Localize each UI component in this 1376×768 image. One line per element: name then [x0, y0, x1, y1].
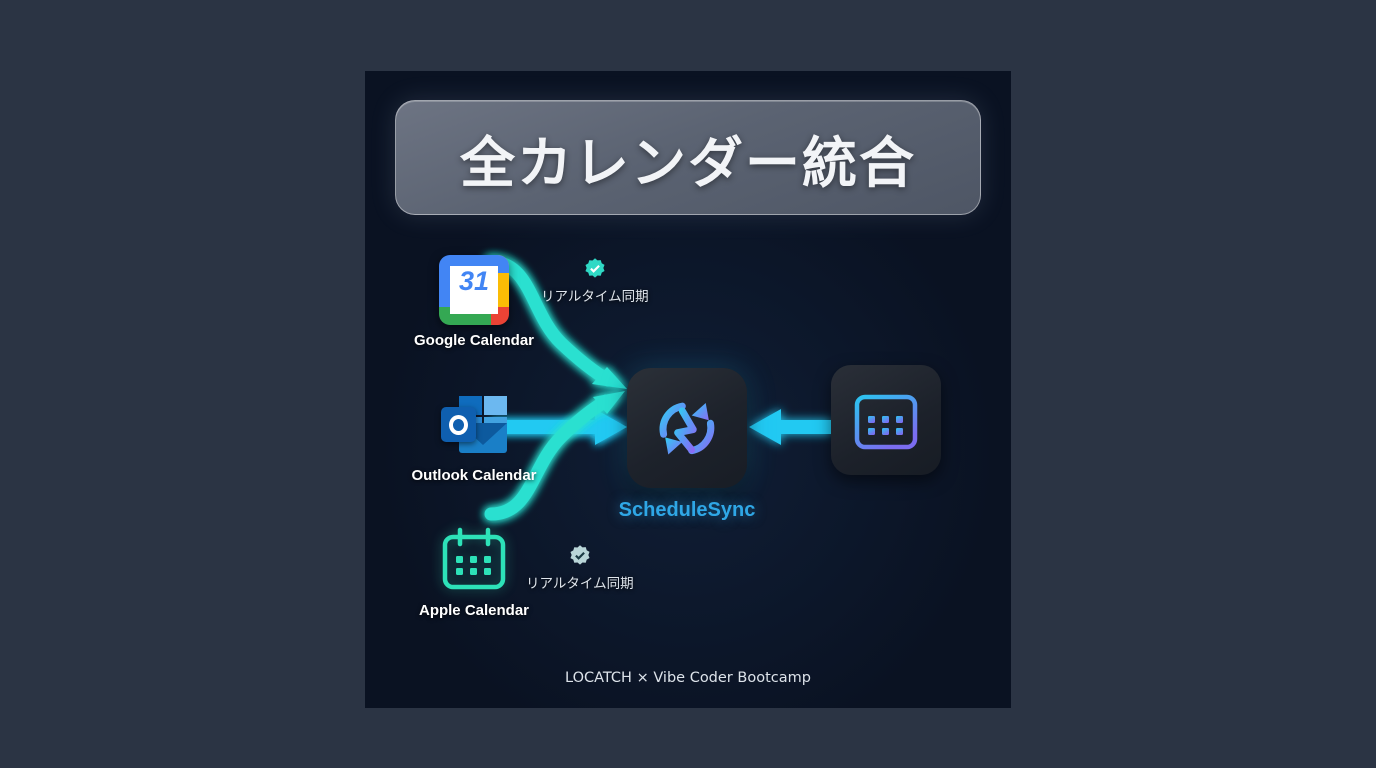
source-apple-calendar[interactable]: Apple Calendar	[404, 525, 544, 619]
sync-badge-bottom-label: リアルタイム同期	[526, 576, 634, 592]
destination-unified-calendar[interactable]	[831, 365, 941, 475]
source-google-calendar[interactable]: 31 Google Calendar	[404, 255, 544, 349]
source-label-outlook: Outlook Calendar	[411, 467, 537, 484]
title-banner: 全カレンダー統合	[395, 100, 981, 215]
source-label-google: Google Calendar	[413, 332, 535, 349]
sync-arrows-icon	[659, 402, 715, 455]
sync-badge-top-label: リアルタイム同期	[541, 289, 649, 305]
source-label-apple: Apple Calendar	[418, 602, 530, 619]
google-calendar-icon: 31	[439, 255, 509, 325]
badge-check-icon	[570, 545, 590, 565]
arrow-dest-to-hub	[749, 409, 831, 445]
badge-check-icon	[585, 258, 605, 278]
apple-calendar-icon	[439, 525, 509, 595]
footer-text: LOCATCH × Vibe Coder Bootcamp	[565, 670, 811, 686]
sync-badge-top: リアルタイム同期	[541, 257, 649, 305]
infographic-card: 全カレンダー統合	[365, 71, 1011, 708]
outlook-calendar-icon	[439, 390, 509, 460]
google-day-number: 31	[458, 266, 490, 296]
calendar-icon	[854, 387, 918, 450]
outlook-monogram	[441, 407, 476, 442]
hub-schedulesync[interactable]	[627, 368, 747, 488]
page-title: 全カレンダー統合	[459, 130, 916, 195]
hub-label: ScheduleSync	[618, 499, 756, 521]
sync-badge-bottom: リアルタイム同期	[526, 544, 634, 592]
source-outlook-calendar[interactable]: Outlook Calendar	[404, 390, 544, 484]
